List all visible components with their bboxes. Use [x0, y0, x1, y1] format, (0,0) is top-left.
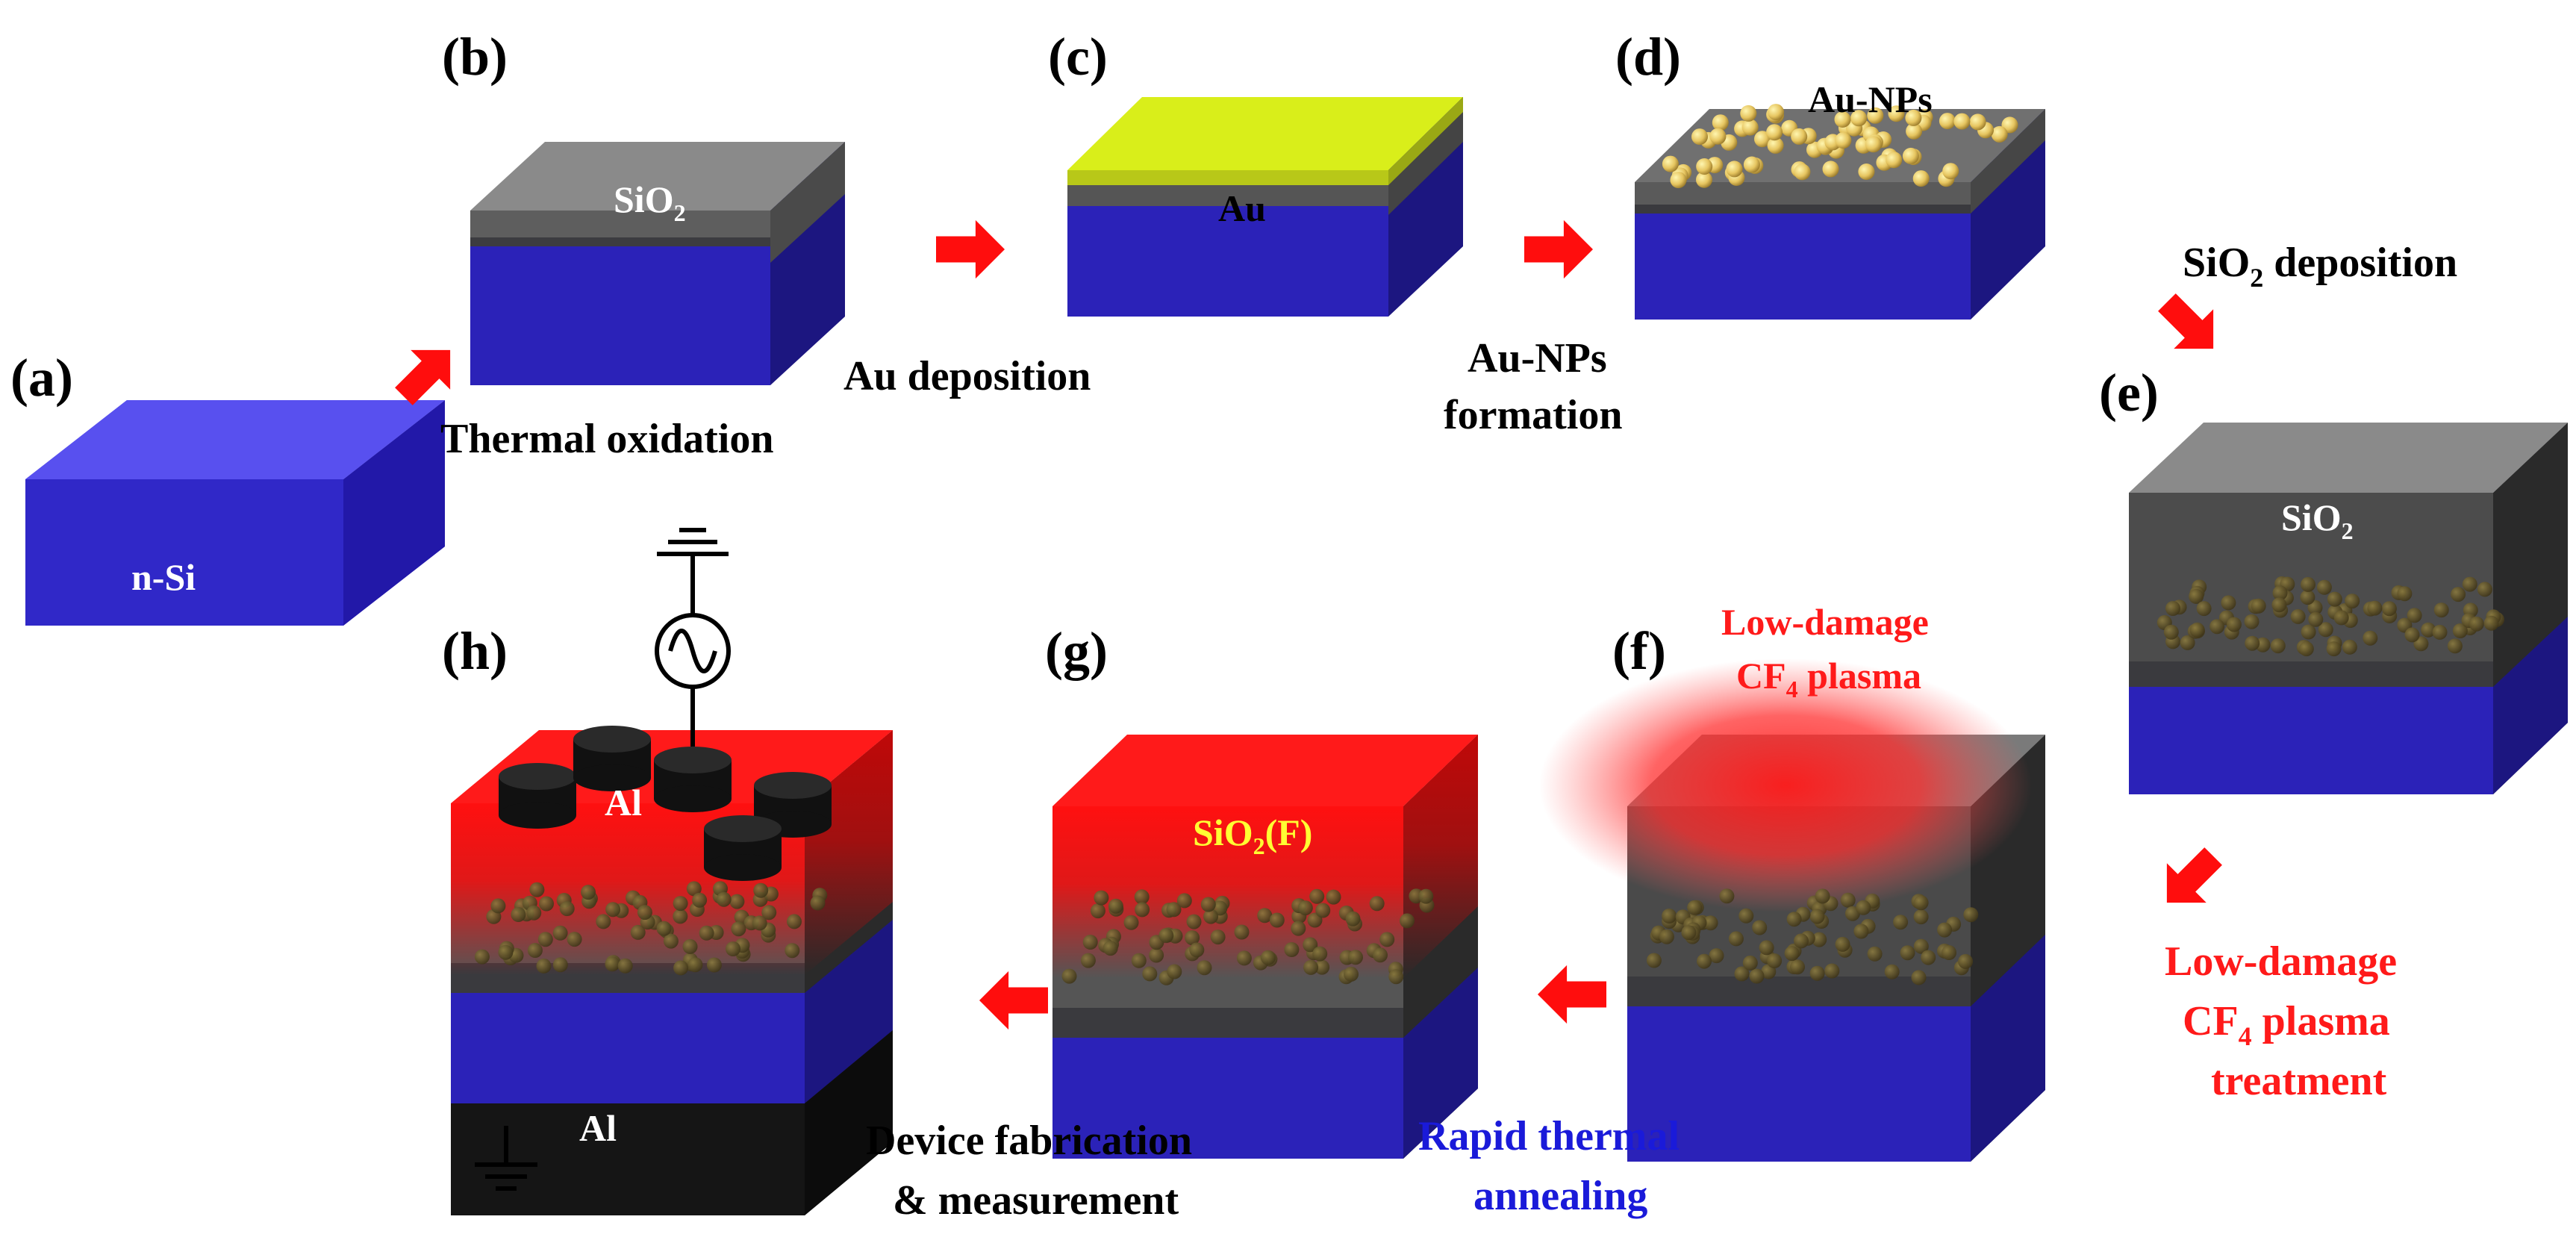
rta-line1: Rapid thermal	[1418, 1113, 1680, 1159]
al-electrodes	[499, 726, 832, 881]
right-arrow-icon	[936, 219, 1005, 279]
panel-label-d: (d)	[1615, 27, 1681, 87]
sample-block-c	[1067, 97, 1463, 317]
panel-label-c: (c)	[1048, 27, 1108, 87]
substrate-block-a	[25, 400, 445, 626]
ground-icon	[475, 1126, 537, 1191]
sio2-deposition-label: SiO2 deposition	[2183, 240, 2457, 293]
al-electrode	[573, 726, 651, 791]
n-si-label: n-Si	[131, 556, 196, 598]
au-nps-formation-line1: Au-NPs	[1468, 335, 1607, 381]
al-electrode	[704, 815, 782, 881]
right-arrow-icon	[979, 971, 1048, 1030]
thermal-oxidation-label: Thermal oxidation	[440, 416, 773, 462]
rta-line2: annealing	[1473, 1173, 1647, 1219]
plasma-f-line2: CF4 plasma	[1736, 655, 1921, 703]
au-label-c: Au	[1218, 187, 1266, 229]
device-fabrication-line2: & measurement	[893, 1177, 1179, 1224]
panel-label-g: (g)	[1045, 621, 1108, 681]
embedded-nanoparticles-g	[1061, 888, 1435, 985]
al-bottom-label: Al	[579, 1107, 617, 1149]
device-fabrication-line1: Device fabrication	[866, 1118, 1192, 1164]
right-arrow-icon	[1524, 219, 1593, 279]
al-electrode	[499, 763, 576, 829]
right-arrow-icon	[1538, 965, 1606, 1024]
right-arrow-icon	[2166, 847, 2222, 903]
plasma-glow	[1539, 658, 2032, 912]
sio2-label-e: SiO2	[2281, 496, 2354, 544]
right-arrow-icon	[2158, 293, 2214, 349]
au-nanoparticles-d	[1662, 104, 2018, 189]
right-arrow-icon	[395, 349, 451, 405]
al-top-label: Al	[605, 782, 642, 823]
panel-label-b: (b)	[442, 27, 508, 87]
embedded-nanoparticles-h	[474, 881, 828, 976]
al-electrode	[654, 747, 732, 812]
panel-label-h: (h)	[442, 621, 508, 681]
panel-label-e: (e)	[2099, 363, 2159, 423]
sio2-label-b: SiO2	[614, 178, 686, 226]
au-nps-label-d: Au-NPs	[1808, 78, 1933, 120]
plasma-f-line1: Low-damage	[1721, 601, 1929, 643]
au-deposition-label: Au deposition	[843, 353, 1091, 399]
right-arrow-icon	[395, 219, 2222, 1030]
panel-label-a: (a)	[10, 348, 73, 408]
au-nps-formation-line2: formation	[1444, 392, 1623, 438]
cf4-treatment-line3: treatment	[2211, 1058, 2387, 1104]
sample-block-b	[470, 142, 845, 385]
cf4-treatment-line2: CF4 plasma	[2183, 998, 2390, 1051]
cf4-treatment-line1: Low-damage	[2165, 938, 2397, 985]
panel-label-f: (f)	[1612, 621, 1666, 681]
embedded-nanoparticles-f	[1646, 888, 1979, 985]
ac-source-icon	[655, 528, 731, 747]
sio2f-label-g: SiO2(F)	[1193, 812, 1312, 859]
embedded-nanoparticles-e	[2156, 576, 2504, 657]
